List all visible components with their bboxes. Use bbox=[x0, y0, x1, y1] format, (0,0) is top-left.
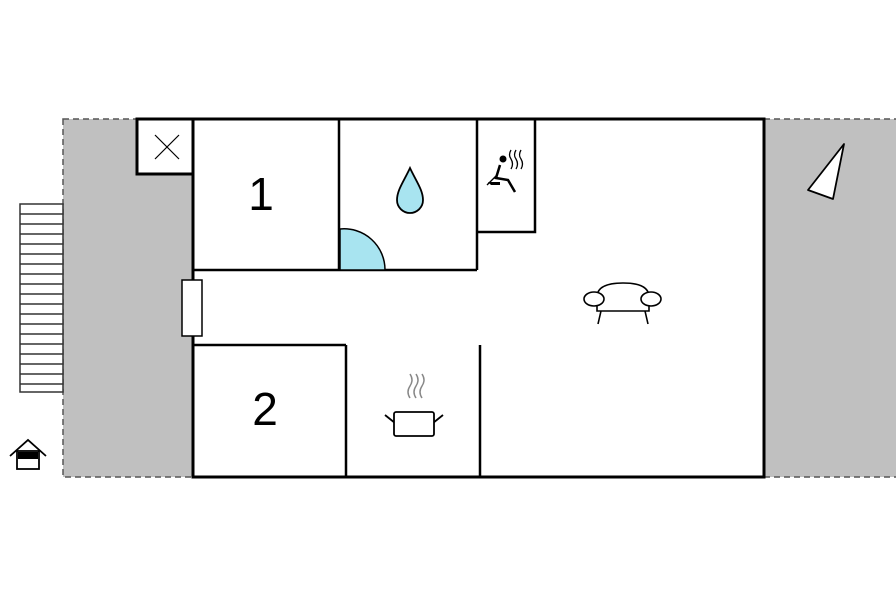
bathroom-door-swing bbox=[339, 228, 386, 271]
house-outline bbox=[191, 117, 766, 479]
house-entrance-icon bbox=[9, 438, 47, 470]
sofa-icon bbox=[583, 282, 662, 325]
interior-walls bbox=[193, 119, 537, 477]
sauna-icon bbox=[486, 149, 524, 193]
cooking-pot-icon bbox=[384, 373, 444, 437]
left-terrace bbox=[62, 118, 194, 478]
room-label-1: 1 bbox=[248, 168, 274, 220]
water-drop-icon bbox=[396, 165, 424, 214]
chimney-cross-icon bbox=[135, 117, 195, 176]
entrance-door bbox=[181, 279, 203, 337]
room-label-2: 2 bbox=[252, 383, 278, 435]
compass-arrow-icon bbox=[807, 143, 845, 200]
stairs bbox=[19, 203, 64, 393]
